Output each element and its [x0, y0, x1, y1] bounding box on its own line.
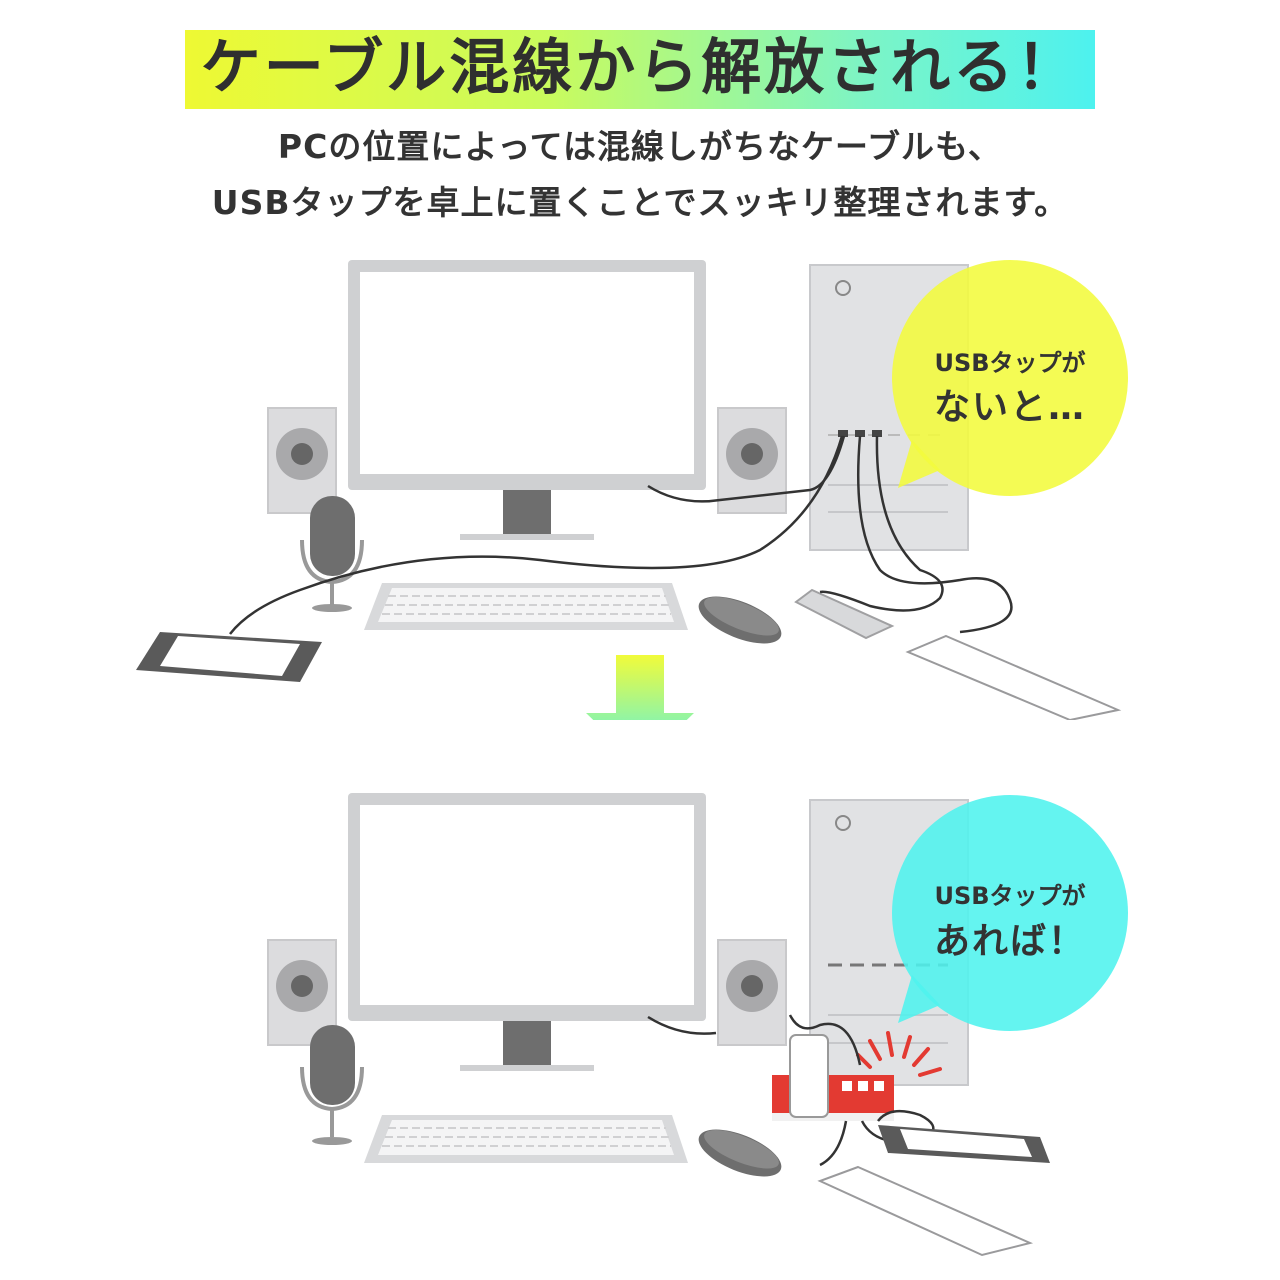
after-speech-bubble — [892, 795, 1128, 1031]
tablet — [905, 634, 1122, 720]
monitor — [348, 260, 706, 540]
after-bubble-line-1: USBタップが — [934, 882, 1086, 910]
microphone — [300, 496, 364, 612]
down-arrow — [586, 655, 694, 720]
after-scene-illustration — [267, 793, 1128, 1257]
mouse — [698, 1129, 782, 1177]
keyboard — [364, 1115, 688, 1163]
right-speaker — [717, 939, 787, 1046]
subtitle-line-2: USBタップを卓上に置くことでスッキリ整理されます。 — [211, 183, 1069, 222]
smartphone — [878, 1125, 1050, 1163]
tablet — [817, 1165, 1034, 1257]
keyboard — [364, 583, 688, 630]
left-speaker — [267, 407, 337, 514]
headline: ケーブル混線から解放される！ — [184, 30, 1096, 109]
right-speaker — [717, 407, 787, 514]
messy-cables — [229, 435, 1013, 635]
standing-phone — [789, 1034, 829, 1118]
before-bubble-line-2: ないと… — [933, 387, 1086, 428]
mouse — [698, 596, 782, 644]
external-drive — [794, 588, 895, 640]
subtitle-line-1: PCの位置によっては混線しがちなケーブルも、 — [277, 127, 1003, 166]
after-bubble-line-2: あれば！ — [933, 921, 1086, 962]
microphone — [300, 1025, 364, 1145]
before-speech-bubble — [892, 260, 1128, 496]
before-scene-illustration — [136, 260, 1128, 720]
before-bubble-line-1: USBタップが — [934, 349, 1086, 377]
smartphone — [136, 632, 322, 682]
highlight-burst — [856, 1031, 942, 1077]
monitor — [348, 793, 706, 1071]
